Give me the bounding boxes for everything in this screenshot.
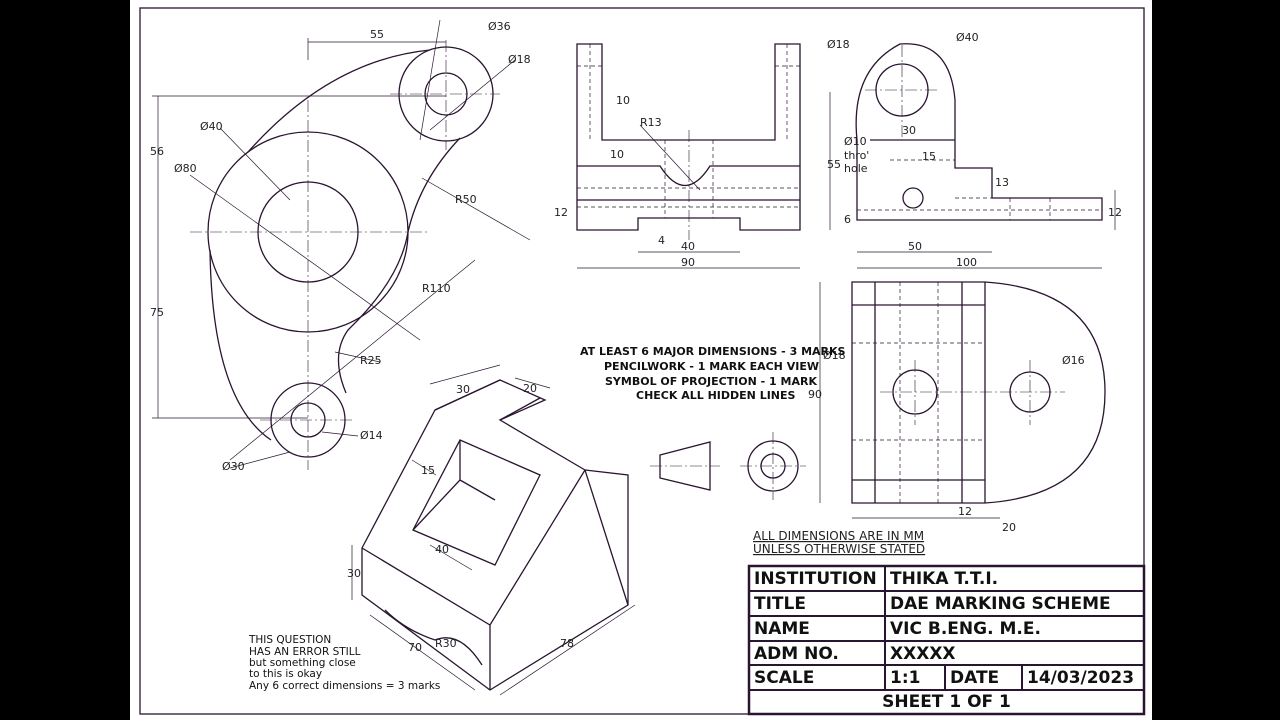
dim-side-100: 100 xyxy=(956,256,977,269)
institution-value: THIKA T.T.I. xyxy=(890,569,999,589)
dim-55: 55 xyxy=(370,28,384,41)
scale-value: 1:1 xyxy=(890,668,921,688)
title-label: TITLE xyxy=(754,594,806,614)
name-value: VIC B.ENG. M.E. xyxy=(890,619,1041,639)
error-note-4: to this is okay xyxy=(249,668,322,680)
dim-r25: R25 xyxy=(360,354,382,367)
dim-dia36: Ø36 xyxy=(488,20,511,33)
dim-iso-30b: 30 xyxy=(347,567,361,580)
units-note: ALL DIMENSIONS ARE IN MM UNLESS OTHERWIS… xyxy=(753,529,925,556)
marking-notes: AT LEAST 6 MAJOR DIMENSIONS - 3 MARKS PE… xyxy=(580,345,846,402)
marking-note-1: AT LEAST 6 MAJOR DIMENSIONS - 3 MARKS xyxy=(580,345,846,358)
dim-4: 4 xyxy=(658,234,665,247)
dim-dia40: Ø40 xyxy=(200,120,223,133)
dim-side-6: 6 xyxy=(844,213,851,226)
dim-dia30: Ø30 xyxy=(222,460,245,473)
title-value: DAE MARKING SCHEME xyxy=(890,594,1111,614)
error-note-3: but something close xyxy=(249,657,356,669)
dim-side-15: 15 xyxy=(922,150,936,163)
dim-side-thro: thro' xyxy=(844,149,869,162)
drawing-sheet: 55 Ø36 Ø18 Ø40 Ø80 56 R50 75 R110 R25 Ø1… xyxy=(130,0,1152,720)
engineering-drawing: 55 Ø36 Ø18 Ø40 Ø80 56 R50 75 R110 R25 Ø1… xyxy=(139,7,1146,716)
dim-56: 56 xyxy=(150,145,164,158)
dim-10b: 10 xyxy=(610,148,624,161)
error-note: THIS QUESTION HAS AN ERROR STILL but som… xyxy=(248,634,440,692)
date-value: 14/03/2023 xyxy=(1027,668,1135,688)
dim-iso-70: 70 xyxy=(408,641,422,654)
dim-40: 40 xyxy=(681,240,695,253)
name-label: NAME xyxy=(754,619,810,639)
title-block-frame xyxy=(747,564,1146,716)
units-note-2: UNLESS OTHERWISE STATED xyxy=(753,542,925,556)
dim-r110: R110 xyxy=(422,282,451,295)
dim-75: 75 xyxy=(150,306,164,319)
dim-side-hole: hole xyxy=(844,162,868,175)
dim-iso-30: 30 xyxy=(456,383,470,396)
dim-side-dia10: Ø10 xyxy=(844,135,867,148)
dim-plan-90: 90 xyxy=(808,388,822,401)
dim-side-dia40: Ø40 xyxy=(956,31,979,44)
scale-label: SCALE xyxy=(754,668,815,688)
dim-iso-r30: R30 xyxy=(435,637,457,650)
date-label: DATE xyxy=(950,668,1000,688)
dim-dia18: Ø18 xyxy=(508,53,531,66)
top-view-link xyxy=(152,19,531,470)
marking-note-3: SYMBOL OF PROJECTION - 1 MARK xyxy=(605,375,817,388)
dim-r13: R13 xyxy=(640,116,662,129)
dim-10a: 10 xyxy=(616,94,630,107)
adm-value: XXXXX xyxy=(890,643,956,664)
dim-side-55: 55 xyxy=(827,158,841,171)
dim-side-50: 50 xyxy=(908,240,922,253)
sheet-border xyxy=(139,7,1145,715)
dim-iso-40: 40 xyxy=(435,543,449,556)
error-note-1: THIS QUESTION xyxy=(248,634,331,646)
dim-plan-12: 12 xyxy=(958,505,972,518)
dim-plan-dia18: Ø18 xyxy=(823,349,846,362)
adm-label: ADM NO. xyxy=(754,643,839,664)
isometric-view xyxy=(351,364,636,696)
dim-plan-dia16: Ø16 xyxy=(1062,354,1085,367)
units-note-1: ALL DIMENSIONS ARE IN MM xyxy=(753,529,924,543)
dim-r50: R50 xyxy=(455,193,477,206)
dim-dia14: Ø14 xyxy=(360,429,383,442)
sheet-number: SHEET 1 OF 1 xyxy=(882,692,1011,712)
dim-plan-20: 20 xyxy=(1002,521,1016,534)
dim-side-12: 12 xyxy=(1108,206,1122,219)
front-view xyxy=(576,43,801,269)
dim-90: 90 xyxy=(681,256,695,269)
side-view xyxy=(829,43,1116,269)
dim-side-dia18: Ø18 xyxy=(827,38,850,51)
dim-iso-78: 78 xyxy=(560,637,574,650)
dim-dia80: Ø80 xyxy=(174,162,197,175)
institution-label: INSTITUTION xyxy=(754,569,877,589)
dim-side-30: 30 xyxy=(902,124,916,137)
dim-side-13: 13 xyxy=(995,176,1009,189)
projection-symbol xyxy=(650,432,806,500)
marking-note-4: CHECK ALL HIDDEN LINES xyxy=(636,389,796,402)
dim-iso-20: 20 xyxy=(523,382,537,395)
error-note-5: Any 6 correct dimensions = 3 marks xyxy=(249,680,440,692)
plan-view xyxy=(819,281,1106,519)
dim-12: 12 xyxy=(554,206,568,219)
dim-iso-15: 15 xyxy=(421,464,435,477)
error-note-2: HAS AN ERROR STILL xyxy=(249,646,361,658)
marking-note-2: PENCILWORK - 1 MARK EACH VIEW xyxy=(604,360,819,373)
